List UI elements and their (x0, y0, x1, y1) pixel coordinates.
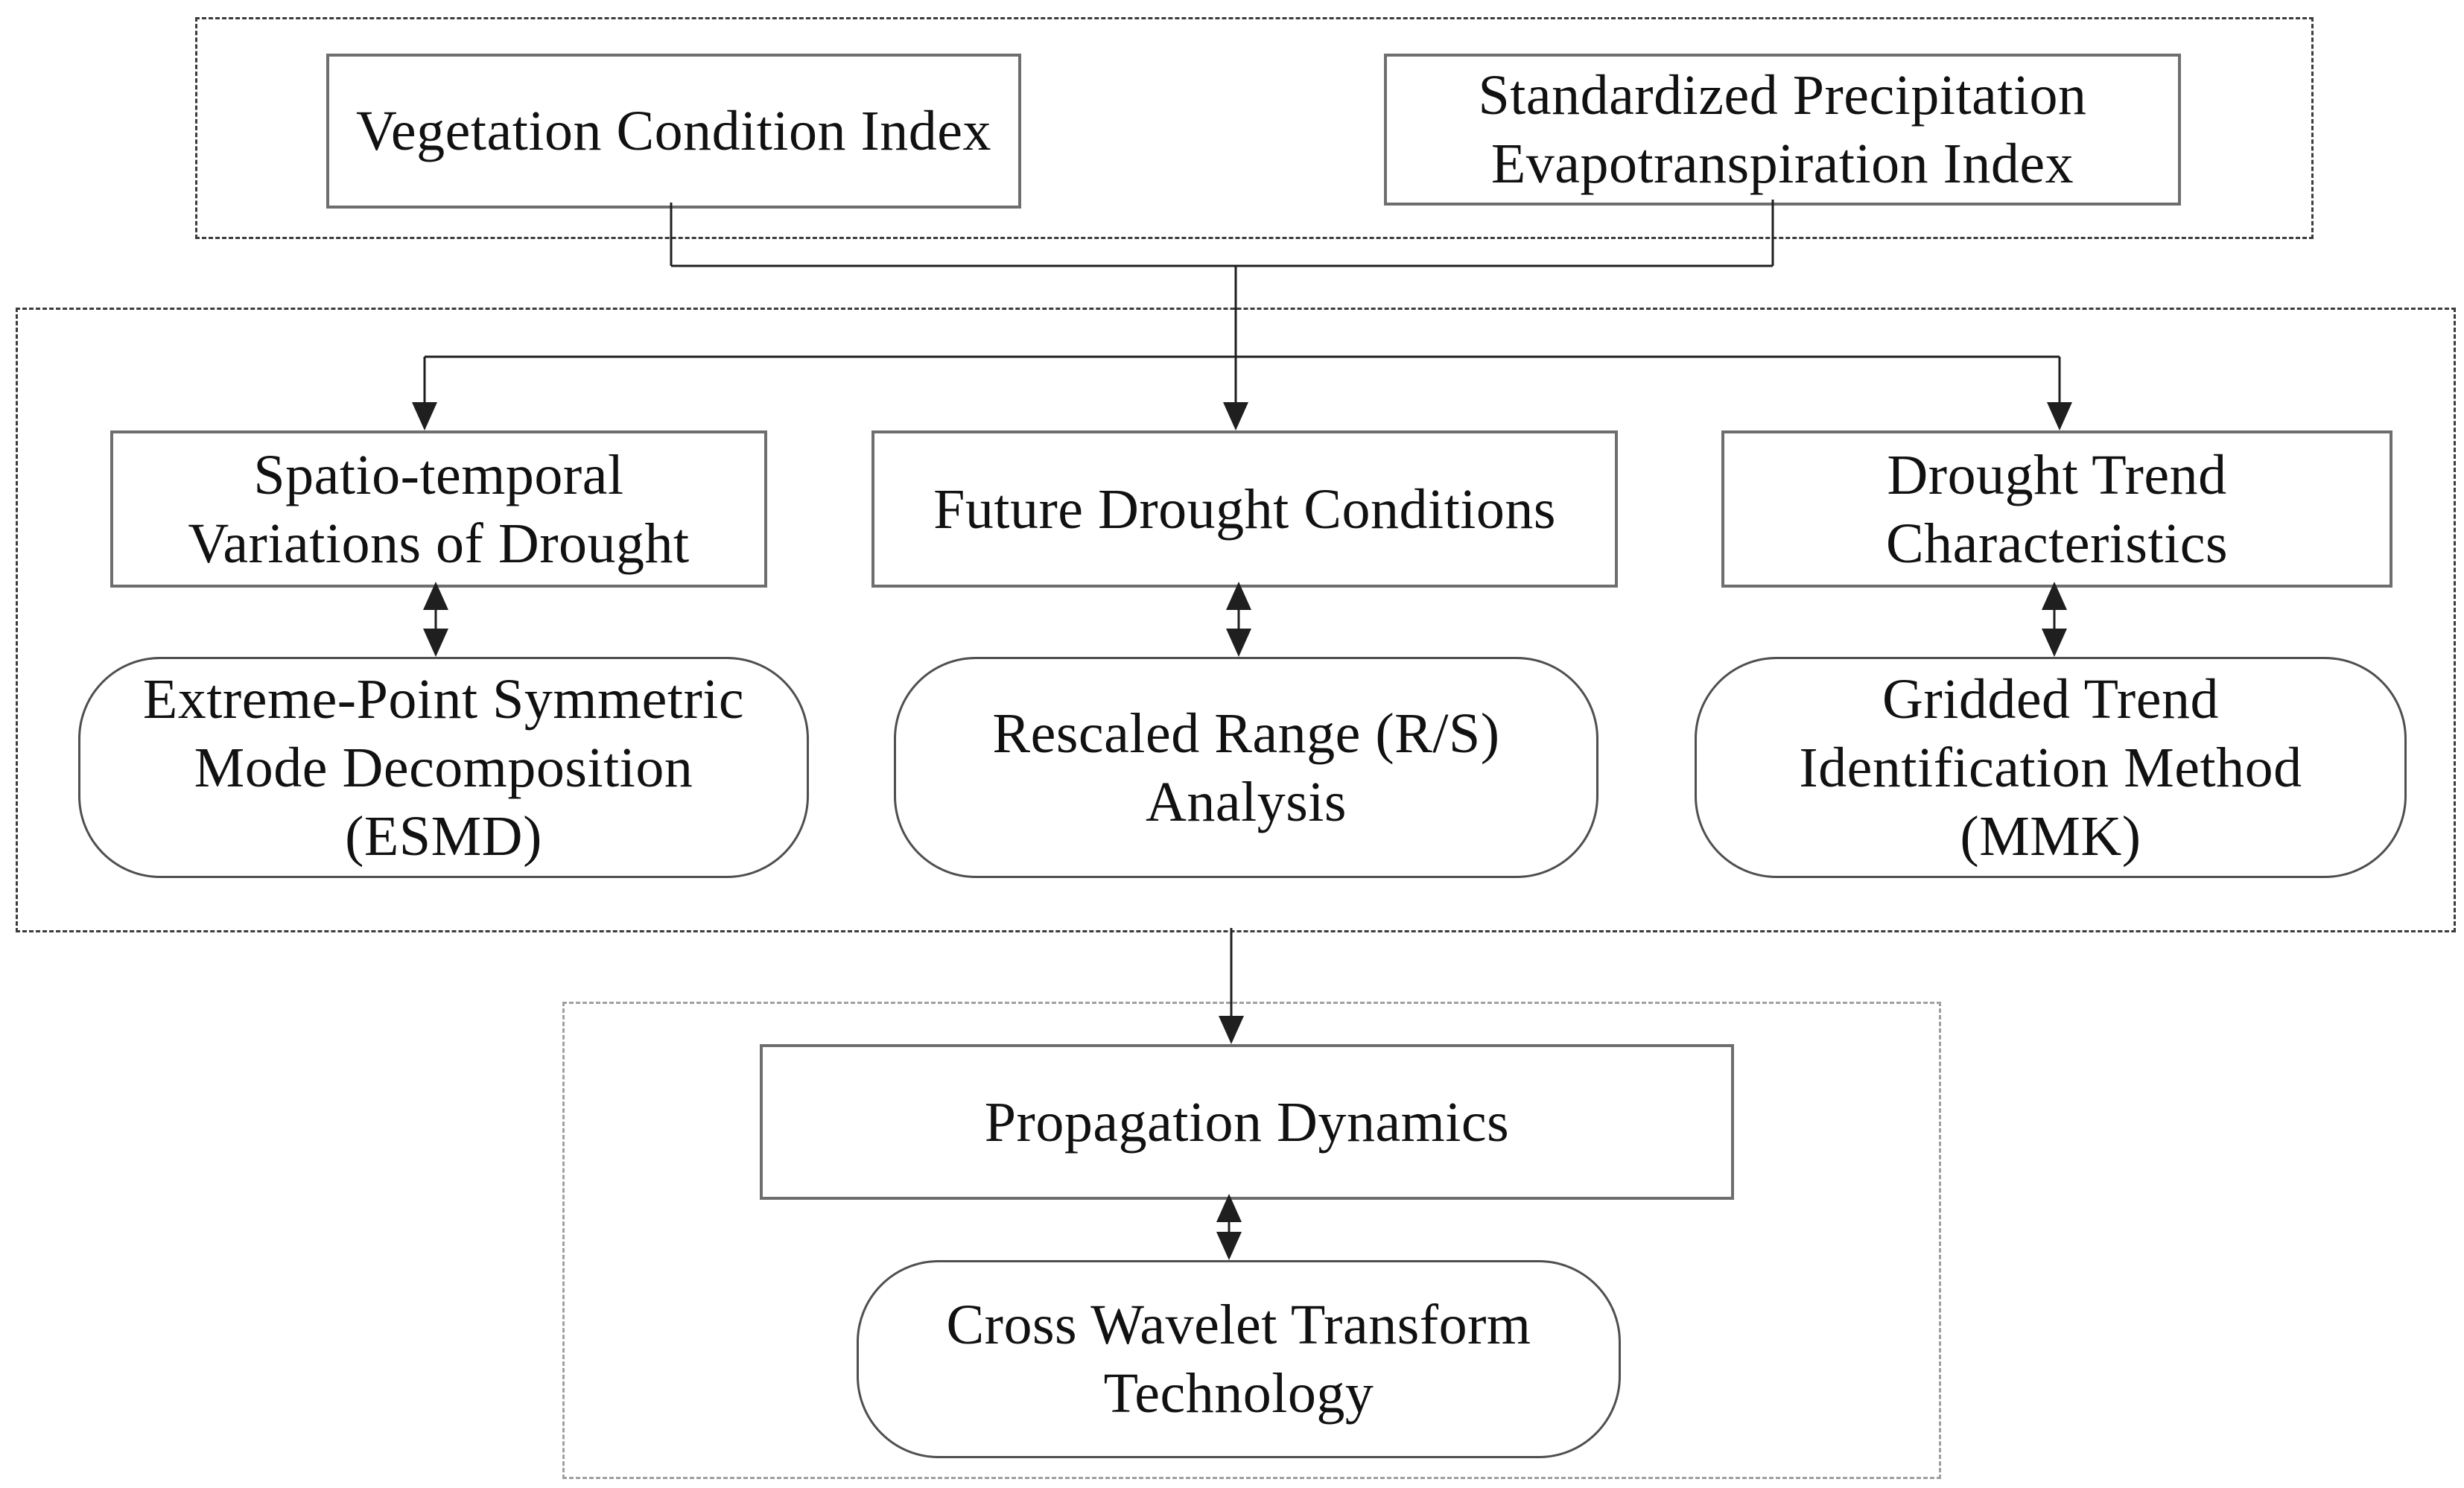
box-drought-trend-characteristics: Drought Trend Characteristics (1721, 430, 2392, 588)
box-vegetation-condition-index: Vegetation Condition Index (326, 54, 1021, 209)
box-label: Rescaled Range (R/S) (992, 702, 1500, 765)
box-label: Technology (1103, 1362, 1374, 1425)
box-label: Cross Wavelet Transform (946, 1294, 1531, 1356)
box-label: Future Drought Conditions (933, 477, 1556, 541)
box-label: Variations of Drought (188, 512, 690, 575)
container-propagation (562, 1002, 1941, 1479)
box-label: Analysis (1146, 770, 1347, 833)
box-mmk-method: Gridded Trend Identification Method (MMK… (1695, 657, 2407, 878)
box-spatio-temporal-variations: Spatio-temporal Variations of Drought (110, 430, 767, 588)
box-label: Standardized Precipitation (1478, 64, 2087, 127)
box-label: (MMK) (1960, 804, 2141, 868)
box-label: Characteristics (1885, 512, 2229, 575)
box-label: Spatio-temporal (253, 443, 624, 506)
box-label: Extreme-Point Symmetric (142, 667, 745, 731)
box-label: (ESMD) (345, 804, 542, 868)
box-label: Gridded Trend (1882, 667, 2219, 731)
box-label: Propagation Dynamics (984, 1090, 1510, 1154)
box-esmd-method: Extreme-Point Symmetric Mode Decompositi… (78, 657, 809, 878)
box-cross-wavelet-transform: Cross Wavelet Transform Technology (857, 1260, 1621, 1458)
box-label: Vegetation Condition Index (355, 100, 992, 162)
box-label: Identification Method (1799, 736, 2302, 799)
container-drought-indices (195, 17, 2314, 239)
box-label: Mode Decomposition (194, 736, 693, 799)
box-label: Evapotranspiration Index (1490, 133, 2074, 195)
box-label: Drought Trend (1887, 443, 2227, 506)
box-rescaled-range-analysis: Rescaled Range (R/S) Analysis (894, 657, 1598, 878)
box-future-drought-conditions: Future Drought Conditions (871, 430, 1618, 588)
box-standardized-precipitation-evapotranspiration-index: Standardized Precipitation Evapotranspir… (1384, 54, 2181, 206)
box-propagation-dynamics: Propagation Dynamics (760, 1044, 1734, 1200)
